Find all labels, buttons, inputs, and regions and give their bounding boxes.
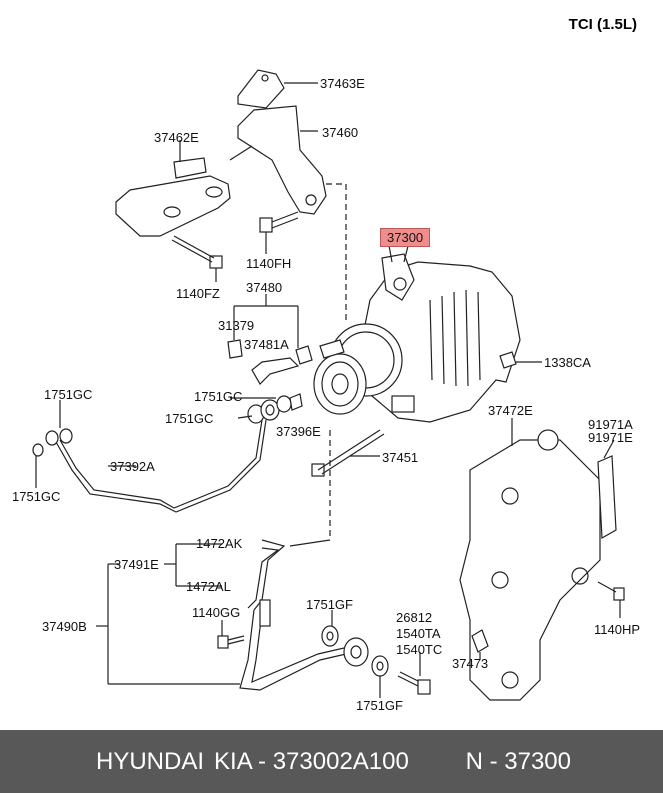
label-1338ca: 1338CA — [544, 355, 591, 370]
label-31379: 31379 — [218, 318, 255, 333]
label-1751gc-left-bottom: 1751GC — [12, 489, 61, 504]
label-1140gg: 1140GG — [192, 605, 241, 620]
pipe-37392a — [32, 400, 267, 513]
label-37460: 37460 — [322, 125, 359, 140]
bolt-1140hp — [597, 581, 625, 618]
bolt-1140fh — [259, 211, 299, 254]
label-1472ak: 1472AK — [196, 536, 243, 551]
bolt-1140gg — [217, 620, 245, 649]
bolt-1140fz — [171, 235, 223, 282]
exploded-parts-diagram — [32, 69, 625, 701]
footer-bar: HYUNDAI KIA - 373002A100 N - 37300 — [0, 730, 663, 793]
label-37392a: 37392A — [110, 459, 155, 474]
label-1540tc: 1540TC — [396, 642, 443, 657]
footer-reference-number: N - 37300 — [465, 747, 571, 775]
washer-group-upper — [230, 393, 303, 424]
engine-type-label: TCI (1.5L) — [568, 16, 637, 33]
label-37490b: 37490B — [42, 619, 87, 634]
label-1140fh: 1140FH — [246, 256, 292, 271]
label-37473: 37473 — [452, 656, 489, 671]
label-91971e: 91971E — [588, 430, 633, 445]
label-37480: 37480 — [246, 280, 283, 295]
label-1751gf-lower: 1751GF — [356, 698, 403, 713]
bolt-1540tc — [397, 652, 431, 695]
label-37300-highlight: 37300 — [380, 228, 431, 247]
washer-group-lower — [321, 610, 389, 698]
bracket-37472e — [459, 418, 601, 701]
hose-37491e — [96, 539, 369, 691]
bracket-37460 — [237, 105, 327, 215]
label-37451: 37451 — [382, 450, 419, 465]
label-1540ta: 1540TA — [396, 626, 441, 641]
label-26812: 26812 — [396, 610, 433, 625]
label-1751gf-upper: 1751GF — [306, 597, 353, 612]
label-37462e: 37462E — [154, 130, 199, 145]
label-37491e: 37491E — [114, 557, 159, 572]
footer-brand: HYUNDAI — [96, 747, 205, 775]
alternator-37300 — [313, 239, 542, 423]
label-1751gc-lower: 1751GC — [165, 411, 214, 426]
label-1751gc-upper: 1751GC — [194, 389, 243, 404]
label-37472e: 37472E — [488, 403, 533, 418]
bracket-37462e — [115, 140, 253, 237]
bracket-37463e — [237, 69, 318, 109]
bolt-37451 — [311, 429, 385, 477]
part-37473 — [471, 629, 489, 660]
label-1140fz: 1140FZ — [176, 286, 220, 301]
label-91971a: 91971A — [588, 417, 633, 432]
bracket-91971 — [597, 439, 617, 540]
label-1751gc-left-top: 1751GC — [44, 387, 93, 402]
label-1140hp: 1140HP — [594, 622, 641, 637]
label-1472al: 1472AL — [186, 579, 231, 594]
hose-37480 — [227, 294, 313, 385]
label-37481a: 37481A — [244, 337, 289, 352]
footer-part-number: KIA - 373002A100 — [214, 747, 409, 775]
label-37463e: 37463E — [320, 76, 365, 91]
label-37396e: 37396E — [276, 424, 321, 439]
